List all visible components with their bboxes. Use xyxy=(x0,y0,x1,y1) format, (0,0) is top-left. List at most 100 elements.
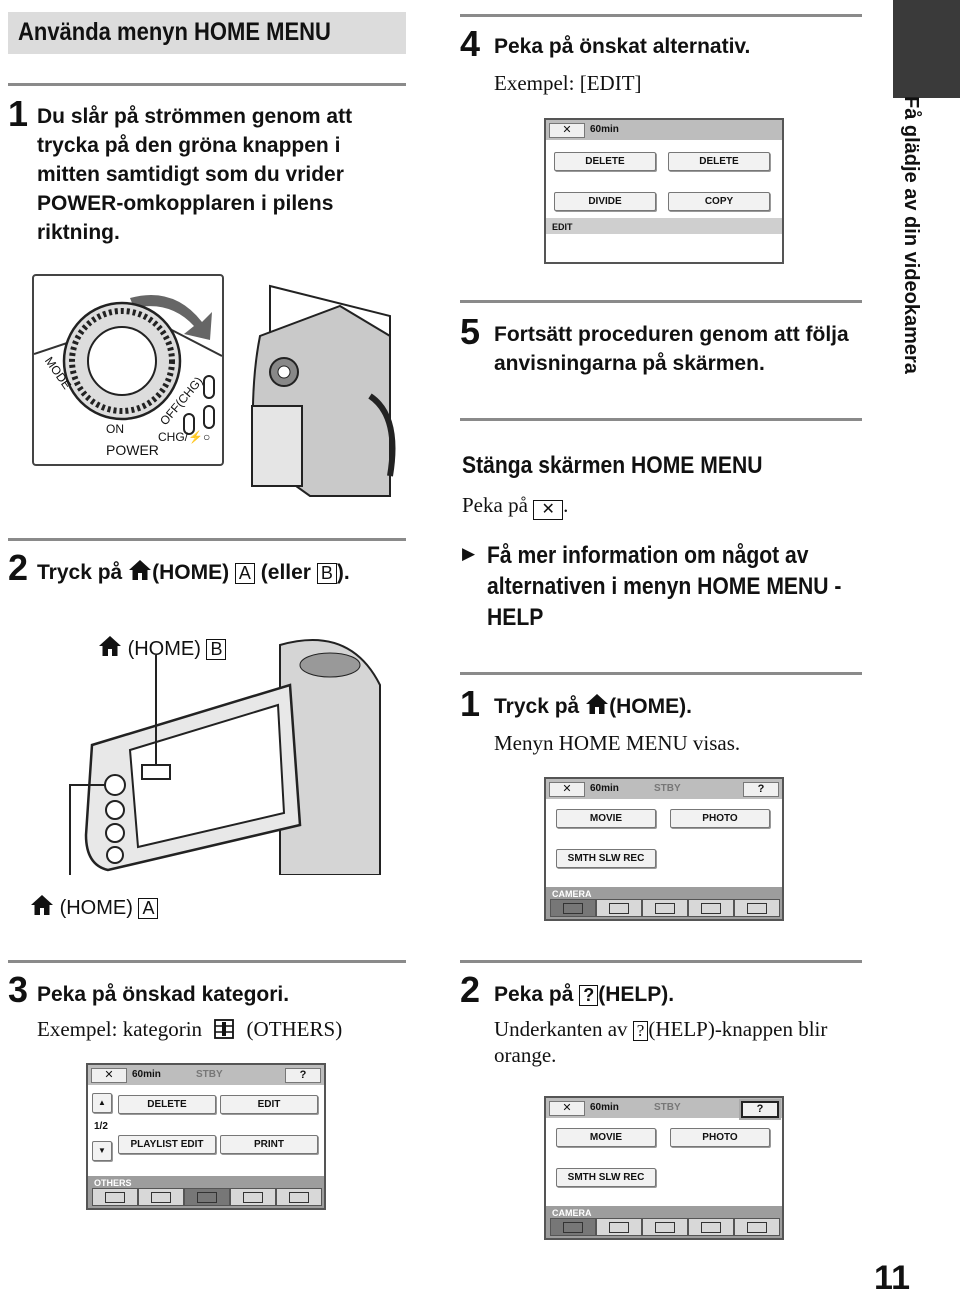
playlist-edit-option[interactable]: PLAYLIST EDIT xyxy=(118,1135,216,1154)
help-step-2-text: Peka på ?(HELP). xyxy=(494,983,675,1006)
section-header: Använda menyn HOME MENU xyxy=(8,12,406,54)
help-button[interactable]: ? xyxy=(741,1101,779,1118)
category-media-tab[interactable] xyxy=(230,1188,276,1206)
help-step-1-text: Tryck på (HOME). xyxy=(494,692,692,721)
section-title: Använda menyn HOME MENU xyxy=(18,18,331,46)
close-icon: ✕ xyxy=(533,500,564,520)
step-3-example: Exempel: kategorin (OTHERS) xyxy=(37,1017,343,1041)
category-view-tab[interactable] xyxy=(138,1188,184,1206)
battery-indicator: 60min xyxy=(132,1069,161,1080)
step-4-example: Exempel: [EDIT] xyxy=(494,71,642,95)
close-button[interactable]: ✕ xyxy=(91,1068,127,1083)
home-a-label: (HOME) A xyxy=(30,893,159,920)
dial-power-label: POWER xyxy=(106,442,159,458)
scroll-up-button[interactable]: ▲ xyxy=(92,1093,112,1113)
divider xyxy=(460,14,862,17)
print-option[interactable]: PRINT xyxy=(220,1135,318,1154)
close-section-title: Stänga skärmen HOME MENU xyxy=(462,452,763,479)
step-4-number: 4 xyxy=(460,23,481,64)
lcd-camcorder-illustration xyxy=(50,625,385,876)
camcorder-illustration xyxy=(240,276,400,502)
standby-status: STBY xyxy=(654,783,681,794)
edit-option[interactable]: EDIT xyxy=(220,1095,318,1114)
divider xyxy=(8,83,406,86)
divider xyxy=(460,418,862,421)
help-step-2-number: 2 xyxy=(460,969,481,1010)
category-media-tab[interactable] xyxy=(688,1218,734,1236)
help-button[interactable]: ? xyxy=(743,782,779,797)
home-icon xyxy=(128,558,152,582)
help-icon: ? xyxy=(579,985,599,1006)
close-button[interactable]: ✕ xyxy=(549,123,585,138)
close-button[interactable]: ✕ xyxy=(549,1101,585,1116)
category-label: CAMERA xyxy=(552,1208,592,1218)
others-menu-screen: ✕ 60min STBY ? ▲ 1/2 ▼ DELETE EDIT PLAYL… xyxy=(86,1063,326,1210)
edit-menu-screen: ✕ 60min DELETE DELETE DIVIDE COPY EDIT xyxy=(544,118,784,264)
divider xyxy=(460,672,862,675)
side-tab-block xyxy=(893,0,960,98)
battery-indicator: 60min xyxy=(590,124,619,135)
smooth-slow-rec-option[interactable]: SMTH SLW REC xyxy=(556,849,656,868)
others-category-icon xyxy=(214,1019,235,1039)
help-icon: ? xyxy=(632,1021,649,1041)
divider xyxy=(460,960,862,963)
delete-option[interactable]: DELETE xyxy=(118,1095,216,1114)
standby-status: STBY xyxy=(654,1102,681,1113)
delete-memory-option[interactable]: DELETE xyxy=(668,152,770,171)
divide-option[interactable]: DIVIDE xyxy=(554,192,656,211)
category-media-tab[interactable] xyxy=(688,899,734,917)
menu-label: EDIT xyxy=(552,222,573,232)
home-icon xyxy=(30,893,54,917)
step-5-text: Fortsätt proceduren genom att följa anvi… xyxy=(494,323,849,375)
category-others-tab[interactable] xyxy=(184,1188,230,1206)
category-camera-tab[interactable] xyxy=(550,899,596,917)
step-5-number: 5 xyxy=(460,311,481,352)
help-step-1-desc: Menyn HOME MENU visas. xyxy=(494,731,741,755)
photo-option[interactable]: PHOTO xyxy=(670,1128,770,1147)
category-view-tab[interactable] xyxy=(596,1218,642,1236)
category-settings-tab[interactable] xyxy=(276,1188,322,1206)
standby-status: STBY xyxy=(196,1069,223,1080)
close-section-text: Peka på ✕. xyxy=(462,493,569,520)
help-button[interactable]: ? xyxy=(285,1068,321,1083)
category-settings-tab[interactable] xyxy=(734,899,780,917)
divider xyxy=(8,960,406,963)
category-camera-tab[interactable] xyxy=(92,1188,138,1206)
delete-hdd-option[interactable]: DELETE xyxy=(554,152,656,171)
battery-indicator: 60min xyxy=(590,783,619,794)
smooth-slow-rec-option[interactable]: SMTH SLW REC xyxy=(556,1168,656,1187)
category-camera-tab[interactable] xyxy=(550,1218,596,1236)
divider xyxy=(8,538,406,541)
page-indicator: 1/2 xyxy=(94,1121,108,1132)
step-3-title: Peka på önskad kategori. xyxy=(37,983,290,1006)
help-step-1-number: 1 xyxy=(460,683,481,724)
battery-indicator: 60min xyxy=(590,1102,619,1113)
category-settings-tab[interactable] xyxy=(734,1218,780,1236)
scroll-down-button[interactable]: ▼ xyxy=(92,1141,112,1161)
home-icon xyxy=(585,692,609,716)
dial-chg-label: CHG/⚡○ xyxy=(158,430,211,444)
dial-on-label: ON xyxy=(106,422,124,436)
category-others-tab[interactable] xyxy=(642,1218,688,1236)
step-4-title: Peka på önskat alternativ. xyxy=(494,35,751,58)
category-label: OTHERS xyxy=(94,1178,132,1188)
help-highlight-screen: ✕ 60min STBY ? MOVIE PHOTO SMTH SLW REC … xyxy=(544,1096,784,1240)
step-1-number: 1 xyxy=(8,93,29,134)
power-dial-illustration: MODE ON OFF(CHG) CHG/⚡○ POWER xyxy=(32,274,224,466)
category-view-tab[interactable] xyxy=(596,899,642,917)
category-others-tab[interactable] xyxy=(642,899,688,917)
movie-option[interactable]: MOVIE xyxy=(556,1128,656,1147)
home-b-label: (HOME) B xyxy=(98,634,227,661)
photo-option[interactable]: PHOTO xyxy=(670,809,770,828)
copy-option[interactable]: COPY xyxy=(668,192,770,211)
divider xyxy=(460,300,862,303)
side-tab-label: Få glädje av din videokamera xyxy=(900,96,922,374)
step-1-text: Du slår på strömmen genom att trycka på … xyxy=(37,105,353,244)
movie-option[interactable]: MOVIE xyxy=(556,809,656,828)
page-number: 11 xyxy=(874,1259,910,1297)
help-section-title: Få mer information om något av alternati… xyxy=(487,542,842,631)
category-label: CAMERA xyxy=(552,889,592,899)
arrow-icon: ▶ xyxy=(462,544,476,563)
close-button[interactable]: ✕ xyxy=(549,782,585,797)
help-step-2-desc: Underkanten av ?(HELP)-knappen blir oran… xyxy=(494,1017,828,1067)
